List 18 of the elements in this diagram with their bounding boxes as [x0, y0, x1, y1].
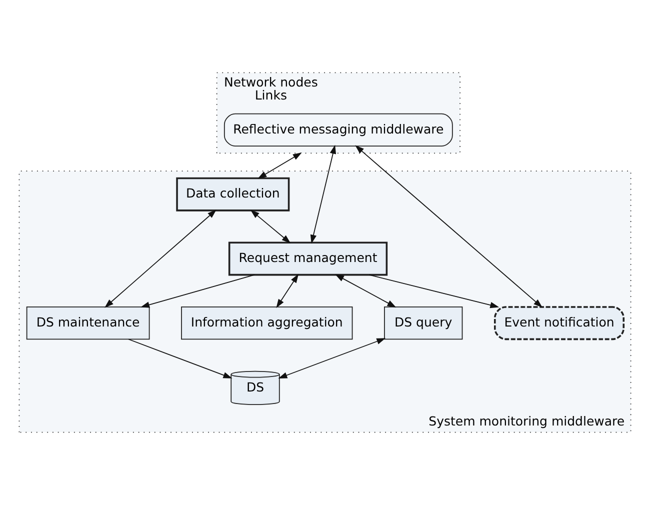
arrow	[310, 144, 336, 244]
node-box: Reflective messaging middleware	[224, 113, 453, 146]
arrow	[355, 145, 542, 308]
arrow	[335, 274, 396, 308]
arrow	[140, 274, 255, 308]
node-box: Event notification	[494, 306, 625, 340]
node-box: DS query	[384, 306, 463, 340]
arrow	[104, 210, 216, 308]
arrow	[258, 152, 302, 179]
arrow	[250, 210, 291, 244]
node-box: Request management	[228, 242, 388, 276]
arrow	[278, 338, 386, 378]
arrow	[276, 274, 299, 308]
node-box: Data collection	[176, 177, 290, 212]
arrow	[128, 338, 232, 378]
arrow	[368, 274, 500, 308]
node-box: Information aggregation	[181, 306, 353, 340]
node-box: DS maintenance	[26, 306, 150, 340]
